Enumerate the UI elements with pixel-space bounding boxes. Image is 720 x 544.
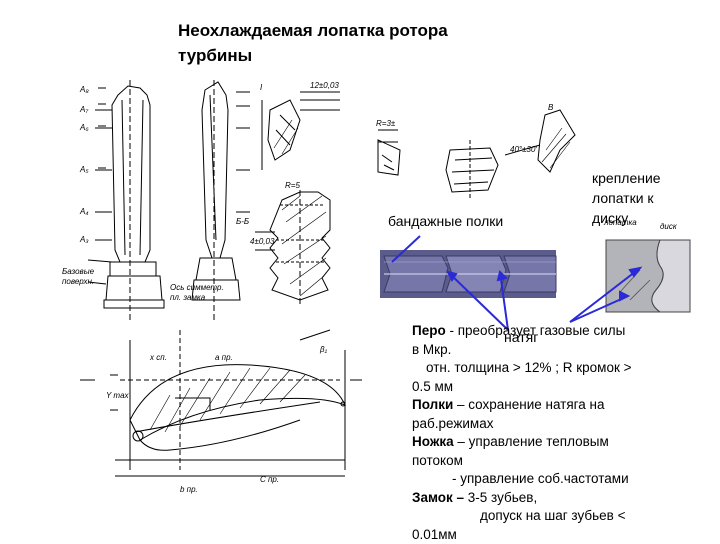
- note-line-3: отн. толщина > 12% ; R кромок >: [412, 359, 702, 378]
- note-term-lock: Замок –: [412, 490, 464, 505]
- note-term-airfoil: Перо: [412, 323, 446, 338]
- note-line-11: допуск на шаг зубьев <: [412, 507, 702, 526]
- note-line-2: в Мкр.: [412, 341, 702, 360]
- disk-small-label: диск: [660, 222, 677, 231]
- note-line-6: раб.режимах: [412, 415, 702, 434]
- note-line-1: Перо - преобразует газовые силы: [412, 322, 702, 341]
- shroud-callout: бандажные полки: [388, 212, 503, 230]
- note-line-10: Замок – 3-5 зубьев,: [412, 489, 702, 508]
- note-line-5: Полки – сохранение натяга на: [412, 396, 702, 415]
- note-line-4: 0.5 мм: [412, 378, 702, 397]
- note-line-12: 0.01мм: [412, 526, 702, 544]
- note-term-shank: Ножка: [412, 434, 454, 449]
- attachment-line-1: крепление: [592, 170, 661, 186]
- note-line-9: - управление соб.частотами: [412, 470, 702, 489]
- blade-notes: Перо - преобразует газовые силы в Мкр. о…: [412, 322, 702, 544]
- note-line-7: Ножка – управление тепловым: [412, 433, 702, 452]
- blade-small-label: лопатка: [604, 218, 637, 227]
- note-line-8: потоком: [412, 452, 702, 471]
- note-term-shroud: Полки: [412, 397, 453, 412]
- attachment-line-2: лопатки к: [592, 190, 654, 206]
